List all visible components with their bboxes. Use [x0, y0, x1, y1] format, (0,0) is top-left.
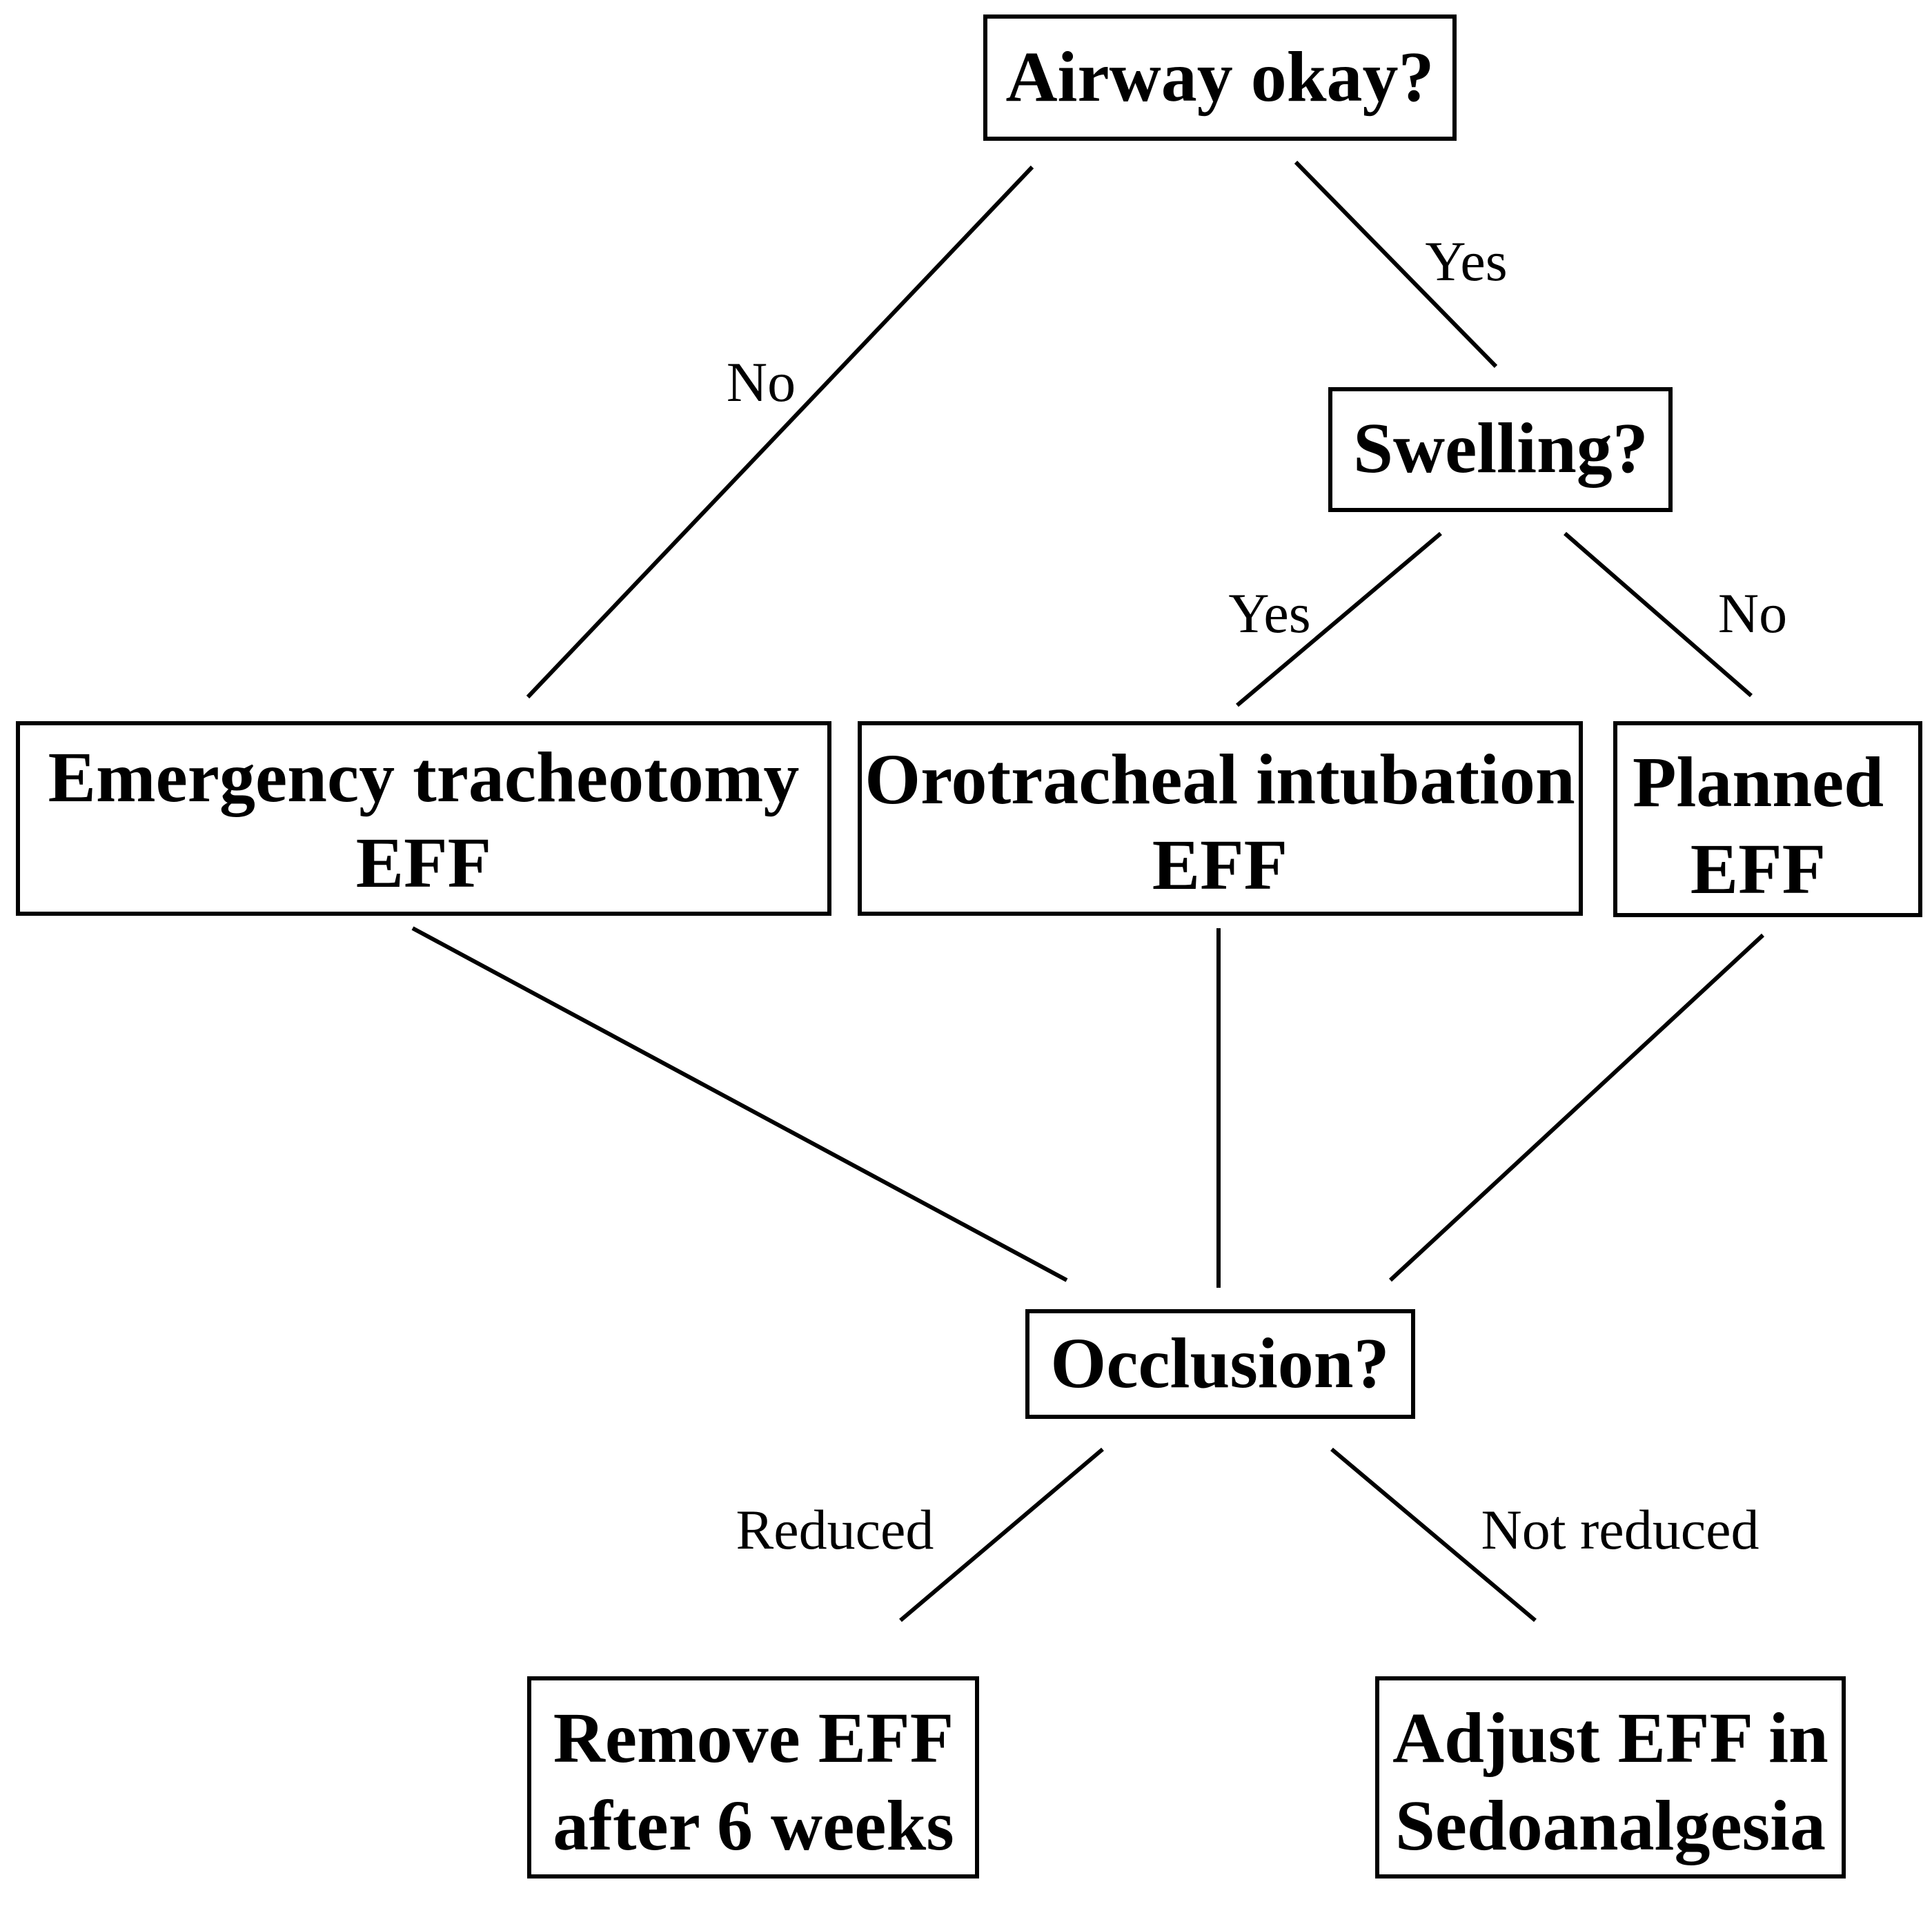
- connector-planned-occlusion: [1388, 933, 1765, 1282]
- node-planned: Planned EFF: [1613, 721, 1922, 917]
- connector-airway-yes: [1294, 160, 1498, 369]
- node-emergency-tracheotomy-box: [16, 721, 831, 916]
- edge-label-occlusion-reduced: Reduced: [736, 1498, 934, 1561]
- edge-label-airway-yes: Yes: [1425, 230, 1507, 293]
- edge-label-airway-no: No: [727, 351, 796, 413]
- connector-tracheotomy-occlusion: [411, 926, 1068, 1282]
- node-orotracheal-intubation-box: [858, 721, 1583, 916]
- node-emergency-tracheotomy-line2: EFF: [356, 823, 491, 903]
- node-swelling-label: Swelling?: [1353, 409, 1648, 488]
- node-emergency-tracheotomy-line1: Emergency tracheotomy: [48, 738, 800, 817]
- node-occlusion-label: Occlusion?: [1050, 1324, 1389, 1403]
- node-remove-eff: Remove EFF after 6 weeks: [527, 1676, 979, 1878]
- node-adjust-eff-line2: Sedoanalgesia: [1395, 1786, 1826, 1865]
- node-adjust-eff-box: [1375, 1676, 1846, 1878]
- node-orotracheal-intubation-line1: Orotracheal intubation: [865, 740, 1575, 819]
- node-occlusion: Occlusion?: [1025, 1309, 1415, 1419]
- node-remove-eff-box: [527, 1676, 979, 1878]
- node-occlusion-box: [1025, 1309, 1415, 1419]
- node-adjust-eff-line1: Adjust EFF in: [1392, 1698, 1828, 1778]
- node-remove-eff-line2: after 6 weeks: [553, 1786, 954, 1865]
- node-orotracheal-intubation-line2: EFF: [1152, 825, 1288, 905]
- node-planned-line1: Planned: [1633, 743, 1884, 822]
- node-airway-okay-box: [983, 14, 1457, 141]
- connector-occlusion-reduced: [899, 1447, 1104, 1622]
- edge-label-swelling-yes: Yes: [1228, 582, 1310, 645]
- connector-occlusion-not-reduced: [1330, 1447, 1537, 1622]
- node-airway-okay-label: Airway okay?: [1005, 37, 1434, 117]
- connector-swelling-yes: [1236, 531, 1442, 707]
- connector-swelling-no: [1564, 531, 1753, 698]
- node-planned-line2: EFF: [1690, 830, 1826, 909]
- edge-label-swelling-no: No: [1718, 582, 1787, 645]
- node-swelling: Swelling?: [1328, 387, 1673, 512]
- connector-airway-no: [526, 165, 1034, 699]
- node-airway-okay: Airway okay?: [983, 14, 1457, 141]
- node-planned-box: [1613, 721, 1922, 917]
- node-swelling-box: [1328, 387, 1673, 512]
- node-orotracheal-intubation: Orotracheal intubation EFF: [858, 721, 1583, 916]
- node-emergency-tracheotomy: Emergency tracheotomy EFF: [16, 721, 831, 916]
- edge-label-occlusion-not-reduced: Not reduced: [1481, 1498, 1759, 1561]
- node-remove-eff-line1: Remove EFF: [553, 1698, 954, 1778]
- node-adjust-eff: Adjust EFF in Sedoanalgesia: [1375, 1676, 1846, 1878]
